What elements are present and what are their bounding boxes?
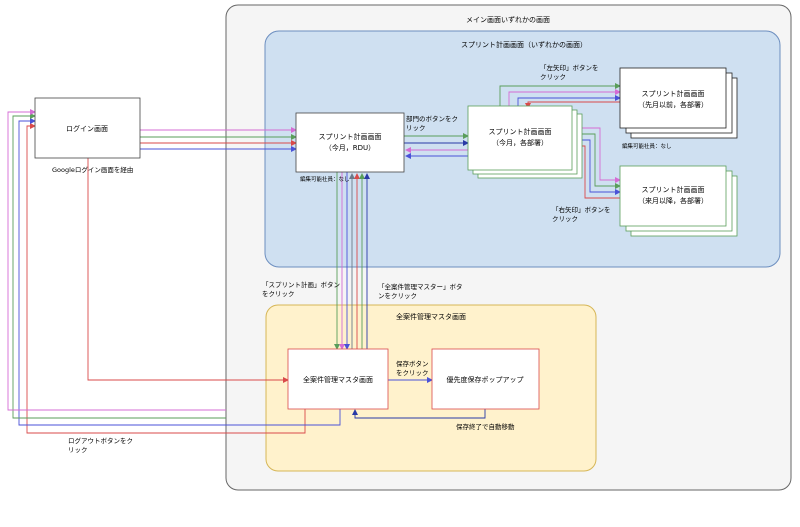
logout-label-2: リック [68, 446, 88, 454]
google-login-label: Googleログイン画面を経由 [52, 165, 133, 174]
sprint-prev-label-1: スプリント計画画面 [642, 89, 705, 98]
edge-logout-2 [18, 118, 341, 426]
main-screen-title: メイン画面いずれかの画面 [466, 15, 550, 24]
popup-label: 優先度保存ポップアップ [447, 375, 524, 384]
edge-popup-master [352, 409, 486, 419]
sprint-rdu-label-2: （今月，RDU） [325, 143, 375, 152]
sprint-next-label-1: スプリント計画画面 [642, 185, 705, 194]
left-arrow-label-1: 「左矢印」ボタンを [540, 63, 599, 72]
dept-button-label-1: 部門のボタンをク [406, 114, 458, 123]
edge-dept-next-1 [572, 127, 621, 183]
edge-logout-3 [12, 113, 226, 419]
sprint-prev-label-2: （先月以前，各部署） [638, 100, 708, 109]
edge-dept-next-2 [572, 133, 621, 189]
master-screen-title: 全案件管理マスタ画面 [396, 312, 466, 321]
save-button-label-1: 保存ボタン [396, 359, 429, 368]
right-arrow-label-1: 「右矢印」ボタンを [552, 205, 611, 214]
sprint-rdu-label-1: スプリント計画画面 [319, 132, 382, 141]
login-screen-box [34, 97, 141, 159]
save-button-label-2: をクリック [396, 369, 429, 377]
edge-dept-prev-3 [517, 95, 621, 106]
logout-label-1: ログアウトボタンをク [68, 436, 133, 445]
sprint-next-box [619, 165, 727, 227]
sprint-dept-label-1: スプリント計画画面 [489, 127, 552, 136]
sprint-rdu-box [295, 112, 405, 173]
edge-dept-prev-1 [499, 83, 621, 106]
sprint-next-label-2: （来月以降，各部署） [638, 196, 708, 205]
master-button-label-1: 「全案件管理マスター」ボタ [378, 282, 463, 291]
right-arrow-label-2: クリック [552, 215, 578, 223]
popup-box [431, 348, 540, 410]
editable-none-label-2: 編集可能社員：なし [300, 175, 350, 183]
sprint-prev-box [619, 67, 727, 129]
editable-none-label-1: 編集可能社員：なし [622, 142, 672, 150]
master-main-label: 全案件管理マスタ画面 [303, 375, 373, 384]
edge-logout-4 [7, 109, 226, 411]
sprint-button-label-1: 「スプリント計画」ボタン [262, 280, 340, 289]
save-done-label: 保存終了で自動移動 [456, 422, 515, 431]
master-button-label-2: ンをクリック [378, 292, 417, 300]
master-main-box [287, 348, 389, 410]
left-arrow-label-2: クリック [540, 73, 566, 81]
login-screen-label: ログイン画面 [66, 124, 108, 133]
sprint-button-label-2: をクリック [262, 290, 295, 298]
sprint-dept-label-2: （今月，各部署） [492, 138, 548, 147]
sprint-dept-box [467, 105, 573, 171]
dept-button-label-2: リック [406, 124, 426, 132]
edge-dept-prev-2 [508, 89, 621, 106]
sprint-screen-title: スプリント計画画面（いずれかの画面） [461, 40, 587, 49]
edge-login-master [87, 158, 289, 383]
connector-lines [7, 83, 621, 434]
